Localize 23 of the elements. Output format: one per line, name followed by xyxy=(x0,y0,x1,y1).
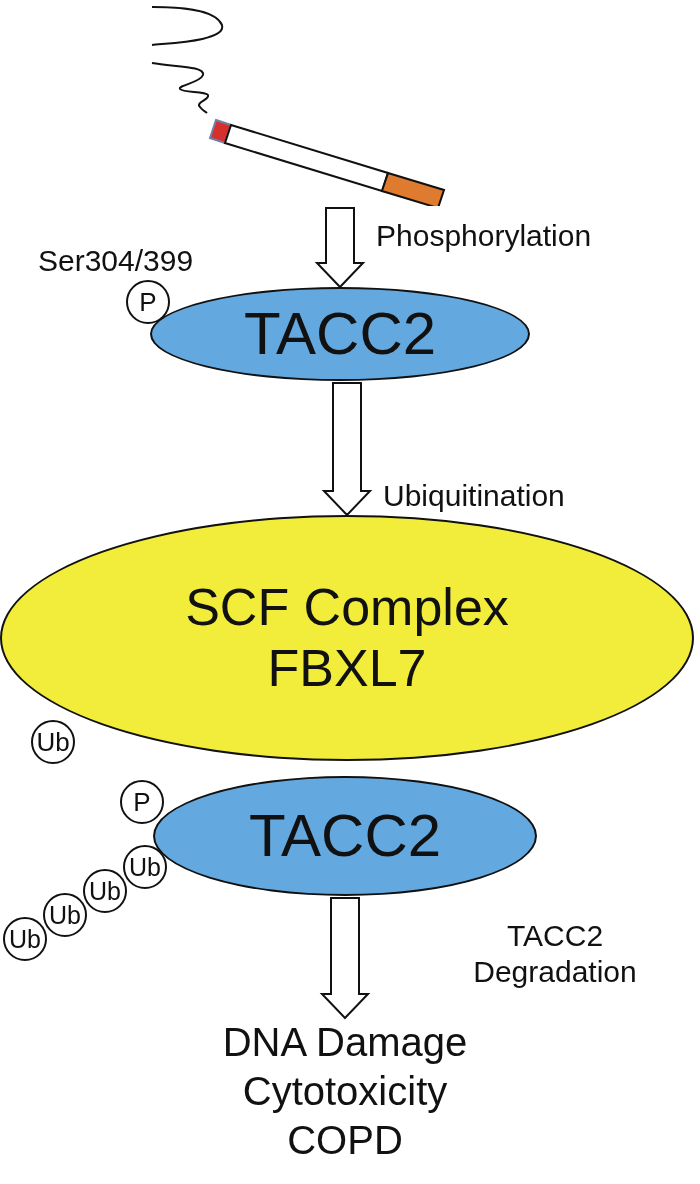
modification-label: Ub xyxy=(36,729,70,755)
outcome-text: Cytotoxicity xyxy=(242,1067,448,1115)
modification-circle xyxy=(123,845,167,889)
modification-label: Ub xyxy=(89,878,121,904)
protein-label: TACC2 xyxy=(243,298,437,369)
outcome-text: DNA Damage xyxy=(222,1019,468,1066)
modification-circle xyxy=(43,893,87,937)
block-arrow xyxy=(319,897,371,1020)
modification-label: P xyxy=(133,789,151,815)
modification-circle xyxy=(126,280,170,324)
modification-label: Ub xyxy=(49,902,81,928)
modification-circle xyxy=(120,780,164,824)
modification-label: Ub xyxy=(9,926,41,952)
modification-label: P xyxy=(139,289,157,315)
outcome-text: COPD xyxy=(287,1116,403,1164)
block-arrow xyxy=(314,207,366,289)
site-label: Ser304/399 xyxy=(38,246,194,276)
protein-label: SCF Complex FBXL7 xyxy=(184,576,510,699)
block-arrow xyxy=(321,382,373,517)
modification-circle xyxy=(3,917,47,961)
modification-circle xyxy=(83,869,127,913)
modification-label: Ub xyxy=(129,854,161,880)
protein-label: TACC2 xyxy=(248,800,442,871)
